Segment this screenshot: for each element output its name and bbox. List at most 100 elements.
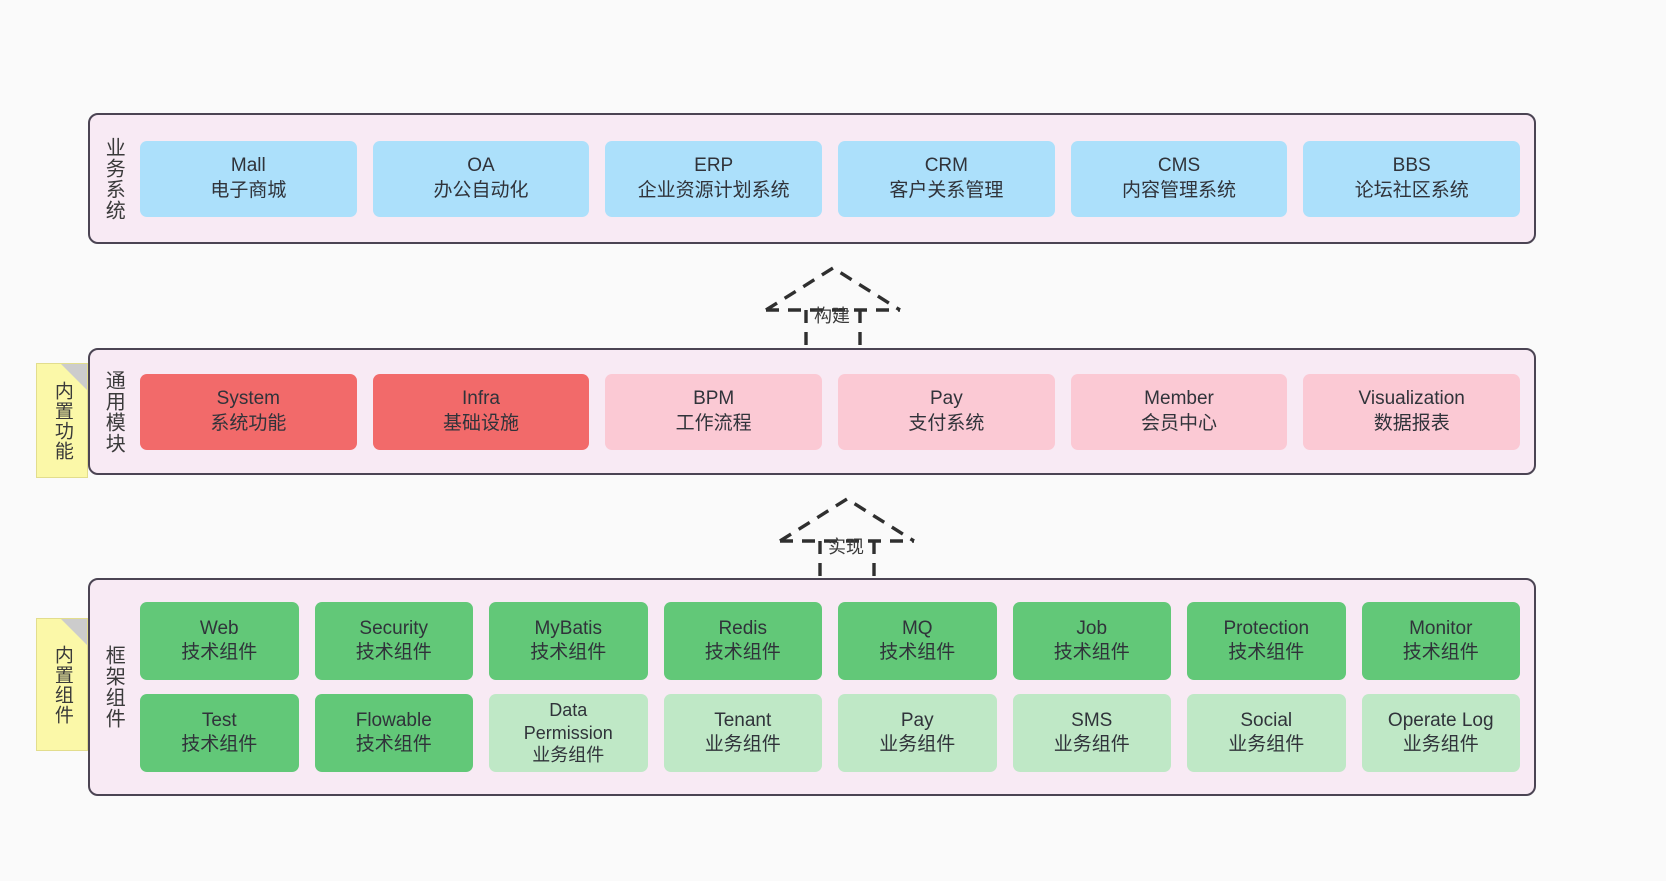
card-subtitle: 技术组件: [704, 642, 781, 663]
card-mall[interactable]: Mall 电子商城: [140, 140, 357, 217]
card-title: Test: [201, 709, 237, 731]
layer-common-modules: 通用模块 System 系统功能 Infra 基础设施 BPM 工作流程 Pay…: [88, 348, 1536, 475]
card-visualization[interactable]: Visualization 数据报表: [1303, 373, 1521, 450]
card-subtitle: 支付系统: [908, 412, 985, 434]
card-infra[interactable]: Infra 基础设施: [372, 373, 590, 450]
card-title: Job: [1076, 617, 1108, 639]
card-title: OA: [467, 155, 495, 177]
card-test[interactable]: Test 技术组件: [140, 694, 299, 772]
card-title: Tenant: [714, 709, 772, 731]
card-title: Web: [199, 617, 239, 639]
card-title: Data: [549, 699, 588, 720]
card-subtitle: 技术组件: [181, 642, 258, 663]
layer-body-business-systems: Mall 电子商城 OA 办公自动化 ERP 企业资源计划系统 CRM 客户关系…: [136, 115, 1534, 242]
card-title: Flowable: [355, 709, 432, 731]
card-subtitle: 电子商城: [210, 179, 287, 201]
note-label: 内置功能: [51, 380, 73, 461]
card-bbs[interactable]: BBS 论坛社区系统: [1303, 140, 1521, 217]
card-title: Security: [359, 617, 429, 639]
card-title: Member: [1144, 388, 1214, 410]
card-title: Redis: [718, 617, 768, 639]
card-subtitle: 企业资源计划系统: [637, 179, 790, 201]
card-title: ERP: [694, 155, 734, 177]
connector-implement: 实现: [772, 493, 922, 581]
card-subtitle: 业务组件: [1228, 734, 1305, 755]
card-title: Monitor: [1409, 617, 1473, 639]
note-fold-icon: [61, 364, 87, 390]
card-row: Mall 电子商城 OA 办公自动化 ERP 企业资源计划系统 CRM 客户关系…: [140, 140, 1521, 217]
card-tenant[interactable]: Tenant 业务组件: [663, 694, 822, 772]
card-pay[interactable]: Pay 支付系统: [838, 373, 1055, 450]
card-oa[interactable]: OA 办公自动化: [372, 140, 590, 217]
layer-title-business-systems: 业务系统: [102, 136, 125, 221]
card-subtitle: 业务组件: [1053, 734, 1130, 755]
card-title-line2: Permission: [523, 722, 613, 743]
card-data-permission[interactable]: Data Permission 业务组件: [489, 694, 648, 772]
card-subtitle: 数据报表: [1373, 412, 1450, 434]
card-subtitle: 工作流程: [675, 412, 752, 434]
card-title: CMS: [1157, 155, 1201, 177]
card-subtitle: 系统功能: [210, 412, 287, 434]
layer-body-framework-components: Web 技术组件 Security 技术组件 MyBatis 技术组件 Redi…: [136, 580, 1534, 794]
card-subtitle: 业务组件: [1402, 734, 1479, 755]
connector-label-implement: 实现: [828, 537, 864, 557]
card-erp[interactable]: ERP 企业资源计划系统: [605, 140, 823, 217]
card-title: MQ: [901, 617, 933, 639]
card-title: MyBatis: [534, 617, 603, 639]
card-subtitle: 论坛社区系统: [1354, 179, 1469, 201]
card-monitor[interactable]: Monitor 技术组件: [1361, 602, 1520, 680]
card-title: Mall: [230, 155, 266, 177]
card-subtitle: 技术组件: [355, 642, 432, 663]
card-title: Social: [1240, 709, 1293, 731]
note-fold-icon: [61, 619, 87, 645]
card-subtitle: 业务组件: [532, 745, 605, 766]
card-title: SMS: [1071, 709, 1113, 731]
card-subtitle: 业务组件: [704, 734, 781, 755]
note-builtin-features: 内置功能: [36, 363, 88, 478]
card-mq[interactable]: MQ 技术组件: [838, 602, 997, 680]
card-title: Protection: [1223, 617, 1310, 639]
card-row: Web 技术组件 Security 技术组件 MyBatis 技术组件 Redi…: [140, 602, 1520, 680]
note-builtin-components: 内置组件: [36, 618, 88, 751]
card-web[interactable]: Web 技术组件: [140, 602, 299, 680]
connector-label-build: 构建: [814, 306, 850, 326]
layer-title-framework-components: 框架组件: [102, 645, 125, 729]
card-subtitle: 技术组件: [530, 642, 607, 663]
card-subtitle: 技术组件: [1053, 642, 1130, 663]
card-subtitle: 客户关系管理: [889, 179, 1004, 201]
layer-body-common-modules: System 系统功能 Infra 基础设施 BPM 工作流程 Pay 支付系统…: [136, 350, 1534, 473]
card-mybatis[interactable]: MyBatis 技术组件: [489, 602, 648, 680]
card-row: Test 技术组件 Flowable 技术组件 Data Permission …: [140, 694, 1520, 772]
card-crm[interactable]: CRM 客户关系管理: [838, 140, 1055, 217]
card-subtitle: 内容管理系统: [1122, 179, 1237, 201]
connector-build: 构建: [758, 262, 908, 350]
card-security[interactable]: Security 技术组件: [314, 602, 473, 680]
card-pay-business[interactable]: Pay 业务组件: [838, 694, 997, 772]
card-job[interactable]: Job 技术组件: [1012, 602, 1171, 680]
layer-title-common-modules: 通用模块: [102, 369, 125, 454]
card-sms[interactable]: SMS 业务组件: [1012, 694, 1171, 772]
card-operate-log[interactable]: Operate Log 业务组件: [1361, 694, 1520, 772]
card-member[interactable]: Member 会员中心: [1070, 373, 1288, 450]
card-title: Visualization: [1358, 388, 1465, 410]
card-subtitle: 办公自动化: [433, 179, 529, 201]
card-cms[interactable]: CMS 内容管理系统: [1070, 140, 1288, 217]
card-protection[interactable]: Protection 技术组件: [1187, 602, 1346, 680]
card-flowable[interactable]: Flowable 技术组件: [314, 694, 473, 772]
card-title: BPM: [693, 388, 735, 410]
note-label: 内置组件: [51, 644, 73, 725]
card-row: System 系统功能 Infra 基础设施 BPM 工作流程 Pay 支付系统…: [140, 373, 1521, 450]
card-title: CRM: [924, 155, 968, 177]
card-title: Pay: [900, 709, 934, 731]
card-system[interactable]: System 系统功能: [140, 373, 357, 450]
card-title: System: [216, 388, 281, 410]
card-redis[interactable]: Redis 技术组件: [663, 602, 822, 680]
card-subtitle: 技术组件: [1228, 642, 1305, 663]
card-subtitle: 基础设施: [443, 412, 520, 434]
card-social[interactable]: Social 业务组件: [1187, 694, 1346, 772]
card-title: Operate Log: [1387, 709, 1494, 731]
card-bpm[interactable]: BPM 工作流程: [605, 373, 823, 450]
card-subtitle: 会员中心: [1141, 412, 1218, 434]
card-subtitle: 技术组件: [1402, 642, 1479, 663]
